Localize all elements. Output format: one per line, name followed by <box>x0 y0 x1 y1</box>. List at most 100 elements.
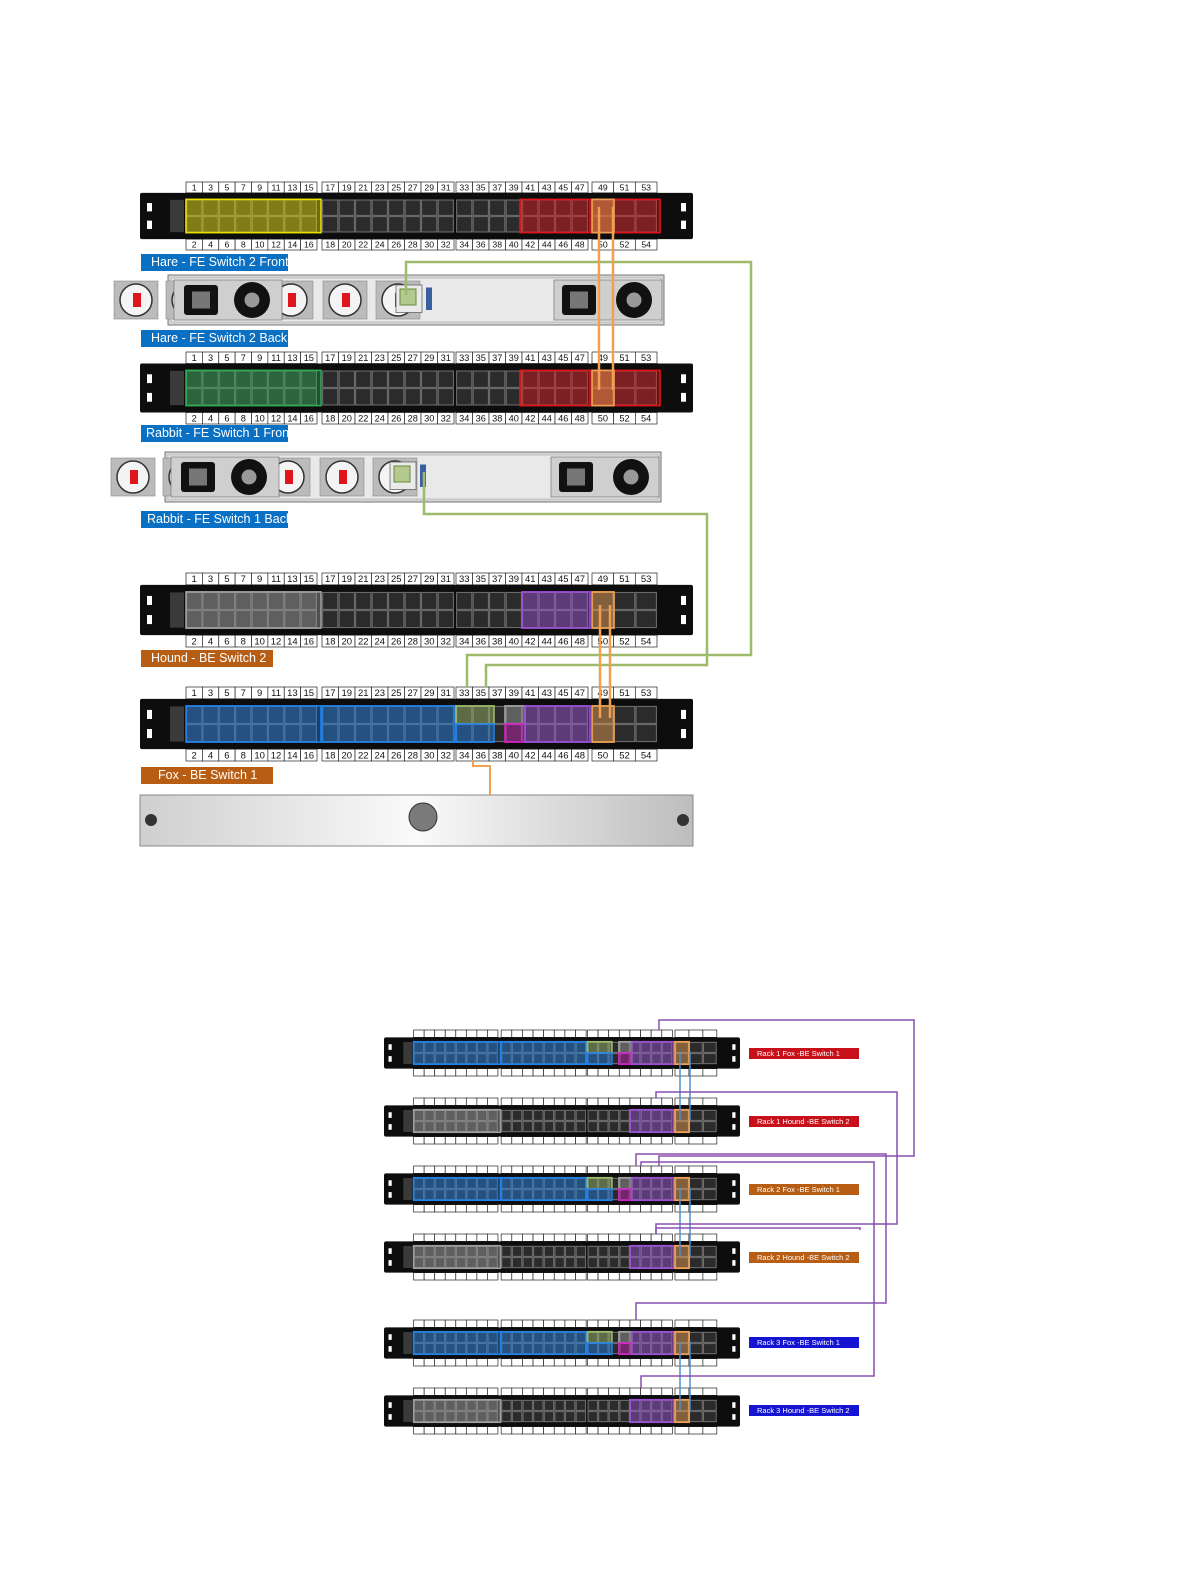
port <box>538 370 555 388</box>
port <box>355 370 371 388</box>
port-number: 28 <box>408 413 418 423</box>
port-number-box <box>487 1097 499 1106</box>
port <box>619 1411 630 1422</box>
port <box>554 1411 565 1422</box>
port-number: 43 <box>542 182 552 192</box>
port-number: 46 <box>558 413 568 423</box>
port-number-box <box>597 1204 610 1213</box>
port-number: 48 <box>574 750 585 761</box>
port-number: 41 <box>525 353 535 363</box>
port <box>598 1121 609 1132</box>
console-ports <box>403 1110 413 1132</box>
port <box>689 1246 703 1257</box>
port-number-box <box>465 1204 478 1213</box>
port <box>703 1110 717 1121</box>
port-number-box <box>444 1272 457 1281</box>
port-number-box <box>413 1136 425 1145</box>
port-number-box <box>413 1097 425 1106</box>
port-number: 50 <box>598 750 609 761</box>
hare-back-label: Hare - FE Switch 2 Back <box>141 330 288 347</box>
port-number-box <box>674 1426 690 1435</box>
port-number-box <box>702 1319 718 1328</box>
port-number: 49 <box>598 574 609 585</box>
power-inlet-pins <box>570 291 588 309</box>
port <box>689 1189 703 1200</box>
port-group-highlight <box>321 705 456 743</box>
port <box>554 1110 565 1121</box>
port-group-highlight <box>586 1342 613 1356</box>
port-number-box <box>688 1097 704 1106</box>
port-number-box <box>597 1358 610 1367</box>
psu-fan-hub <box>241 469 257 485</box>
mount-hole <box>388 1402 392 1408</box>
port <box>533 1246 544 1257</box>
port-number: 23 <box>375 182 385 192</box>
port <box>689 1178 703 1189</box>
port <box>522 724 538 742</box>
port-number-box <box>465 1319 478 1328</box>
port-number: 20 <box>342 240 352 250</box>
port-number: 29 <box>424 574 435 585</box>
port-block <box>501 1041 587 1065</box>
port <box>512 1246 522 1257</box>
port-number-box <box>688 1068 704 1077</box>
port-number: 22 <box>358 413 368 423</box>
port-number: 32 <box>440 750 451 761</box>
port-number-box <box>575 1097 587 1106</box>
port <box>512 1121 522 1132</box>
port <box>235 610 252 628</box>
port-number: 29 <box>424 688 435 699</box>
port <box>703 1178 717 1189</box>
port-number-box <box>587 1358 599 1367</box>
port-number-box <box>702 1358 718 1367</box>
fan-latch <box>133 293 141 307</box>
port-number: 22 <box>358 636 369 647</box>
port-number-box <box>413 1165 425 1174</box>
rack1-hound-switch <box>384 1097 740 1145</box>
port <box>338 610 355 628</box>
port <box>703 1189 717 1200</box>
port <box>404 724 421 742</box>
port <box>689 1400 703 1411</box>
port-number-box <box>444 1097 457 1106</box>
port-number: 7 <box>241 353 246 363</box>
port-number: 24 <box>375 240 385 250</box>
port-number-box <box>618 1426 631 1435</box>
power-inlet-pins <box>192 291 210 309</box>
port-group-highlight <box>500 1330 588 1356</box>
port <box>501 1411 512 1422</box>
port-number: 38 <box>492 413 502 423</box>
port-block <box>413 1177 498 1201</box>
port-number-box <box>608 1233 620 1242</box>
port-number: 16 <box>304 413 314 423</box>
port-number-box <box>522 1136 534 1145</box>
port-number-box <box>661 1272 673 1281</box>
port-number: 32 <box>441 413 451 423</box>
port-number-box <box>564 1165 576 1174</box>
port-number: 28 <box>407 750 418 761</box>
port <box>635 706 657 724</box>
port-number: 15 <box>304 353 314 363</box>
port-number-box <box>532 1136 545 1145</box>
port-number-box <box>629 1358 641 1367</box>
mount-hole <box>388 1124 392 1130</box>
mount-hole <box>732 1124 736 1130</box>
port <box>533 1121 544 1132</box>
port-number-box <box>522 1319 534 1328</box>
port-number-box <box>434 1136 446 1145</box>
port-number: 18 <box>325 636 336 647</box>
port-number-box <box>511 1319 523 1328</box>
port-group-highlight <box>591 369 661 407</box>
port <box>235 724 252 742</box>
port-number-box <box>688 1136 704 1145</box>
port-number-box <box>564 1029 576 1038</box>
port-number-box <box>553 1319 566 1328</box>
mount-hole <box>147 392 152 402</box>
management-port <box>399 288 417 306</box>
port-number: 29 <box>424 182 434 192</box>
port <box>456 610 472 628</box>
port-number-box <box>702 1165 718 1174</box>
port-number-box <box>640 1029 652 1038</box>
port-number: 33 <box>459 688 470 699</box>
